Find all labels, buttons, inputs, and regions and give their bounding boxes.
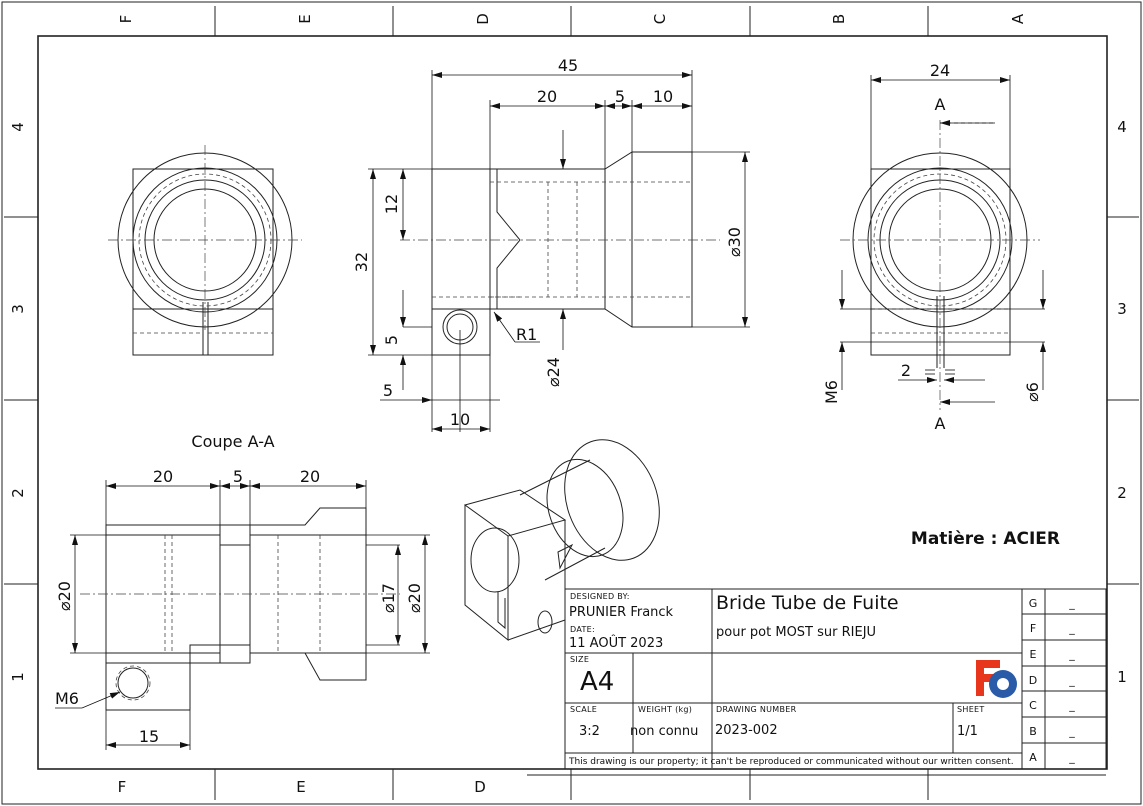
drawing-subtitle: pour pot MOST sur RIEJU <box>716 625 876 640</box>
dim-overall-length: 45 <box>558 56 578 75</box>
zone-top-a: A <box>1009 13 1027 24</box>
rev-mark-f: _ <box>1068 622 1075 635</box>
zone-labels: F E D C B A F E D 4 3 2 1 4 3 2 1 <box>9 13 1127 796</box>
drawing-number-label: DRAWING NUMBER <box>716 705 797 714</box>
row-left-2: 2 <box>9 488 27 498</box>
section-dim-len-a: 20 <box>153 467 173 486</box>
row-right-2: 2 <box>1117 484 1127 502</box>
zone-bottom-d: D <box>474 778 486 796</box>
zone-top-e: E <box>296 14 314 23</box>
dim-thread: M6 <box>822 380 841 404</box>
zone-bottom-f: F <box>118 778 127 796</box>
section-dim-len-c: 20 <box>300 467 320 486</box>
left-view <box>108 145 302 356</box>
rev-mark-c: _ <box>1068 699 1075 712</box>
size-label: SIZE <box>570 655 589 664</box>
section-dia-right: ⌀20 <box>405 583 424 613</box>
dim-slot: 2 <box>901 361 911 380</box>
section-view <box>80 507 400 711</box>
section-dim-len-b: 5 <box>233 467 243 486</box>
row-right-1: 1 <box>1117 668 1127 686</box>
zone-top-b: B <box>830 14 848 24</box>
designer-name: PRUNIER Franck <box>569 605 674 620</box>
sheet-size: A4 <box>580 667 614 697</box>
isometric-view <box>463 439 660 642</box>
freecad-logo-icon <box>976 660 1017 698</box>
weight-value: non connu <box>630 724 698 739</box>
section-title: Coupe A-A <box>191 432 274 451</box>
front-view <box>400 151 720 356</box>
drawing-date: 11 AOÛT 2023 <box>569 635 663 651</box>
rev-mark-d: _ <box>1068 674 1075 687</box>
dim-bottom-offset: 5 <box>383 381 393 400</box>
rev-d: D <box>1029 674 1037 687</box>
rev-f: F <box>1030 622 1036 635</box>
rev-mark-b: _ <box>1068 725 1075 738</box>
weight-label: WEIGHT (kg) <box>638 705 692 714</box>
scale-value: 3:2 <box>579 724 600 739</box>
rev-mark-e: _ <box>1068 648 1075 661</box>
rev-mark-a: _ <box>1068 751 1075 764</box>
section-dimensions: 20 5 20 ⌀20 ⌀17 ⌀20 M6 15 <box>55 467 430 750</box>
rev-e: E <box>1030 648 1037 661</box>
dim-small-diameter: ⌀24 <box>544 357 563 387</box>
date-label: DATE: <box>570 625 595 634</box>
section-mark-top: A <box>935 95 946 114</box>
designed-by-label: DESIGNED BY: <box>570 592 630 601</box>
copyright-footer: This drawing is our property; it can't b… <box>568 757 1014 767</box>
rev-b: B <box>1029 725 1037 738</box>
dim-radius: R1 <box>516 325 537 344</box>
dim-hole-width: 10 <box>450 410 470 429</box>
zone-top-f: F <box>117 15 135 24</box>
scale-label: SCALE <box>570 705 597 714</box>
dim-len-a: 20 <box>537 87 557 106</box>
dim-len-c: 10 <box>653 87 673 106</box>
row-right-3: 3 <box>1117 300 1127 318</box>
section-dia-inner: ⌀17 <box>379 583 398 613</box>
rev-a: A <box>1029 751 1037 764</box>
dim-height-top: 12 <box>382 194 401 214</box>
rev-mark-g: _ <box>1068 597 1075 610</box>
drawing-number: 2023-002 <box>715 723 778 738</box>
dim-pin-diameter: ⌀6 <box>1023 382 1042 402</box>
dim-big-diameter: ⌀30 <box>725 227 744 257</box>
front-view-dimensions: 45 20 5 10 32 12 5 5 10 R1 ⌀24 <box>352 56 750 432</box>
row-left-3: 3 <box>9 304 27 314</box>
sheet-label: SHEET <box>957 705 985 714</box>
rev-g: G <box>1029 597 1038 610</box>
dim-hole-height: 5 <box>382 335 401 345</box>
section-dia-left: ⌀20 <box>55 581 74 611</box>
dim-height-total: 32 <box>352 252 371 272</box>
right-view-dimensions: 24 A A M6 ⌀6 2 <box>822 61 1046 433</box>
sheet-number: 1/1 <box>957 724 978 739</box>
dim-len-b: 5 <box>615 87 625 106</box>
row-left-4: 4 <box>9 122 27 132</box>
drawing-title: Bride Tube de Fuite <box>716 592 899 614</box>
section-mark-bottom: A <box>935 414 946 433</box>
rev-c: C <box>1029 699 1037 712</box>
row-right-4: 4 <box>1117 118 1127 136</box>
title-block <box>527 588 1107 776</box>
revision-table: G F E D C B A _ _ _ _ _ _ _ <box>1029 597 1076 764</box>
dim-side-width: 24 <box>930 61 950 80</box>
zone-bottom-e: E <box>296 778 305 796</box>
material-label: Matière : ACIER <box>911 529 1060 549</box>
zone-top-c: C <box>651 14 669 24</box>
zone-top-d: D <box>474 13 492 25</box>
section-offset: 15 <box>139 727 159 746</box>
row-left-1: 1 <box>9 672 27 682</box>
right-view <box>840 120 1045 410</box>
section-thread: M6 <box>55 689 79 708</box>
